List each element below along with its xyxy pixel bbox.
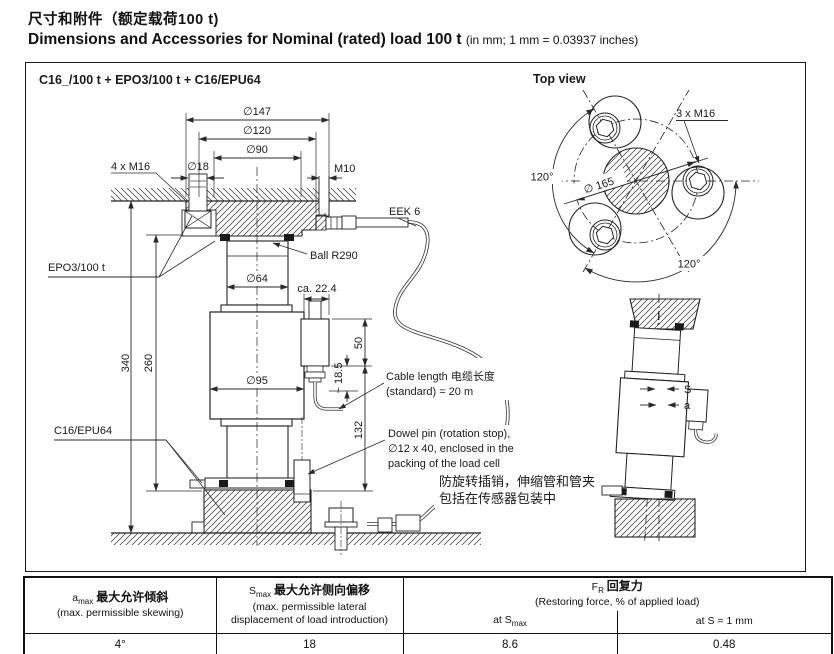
lateral-en1: (max. permissible lateral <box>252 600 367 613</box>
spec-table: amax 最大允许倾斜 (max. permissible skewing) S… <box>23 576 833 654</box>
m16-bolt <box>184 173 212 229</box>
cable-connector <box>300 300 343 411</box>
dim-132: 132 <box>353 421 365 439</box>
m16-bolt-top <box>589 112 621 144</box>
cable-clamp <box>377 514 421 533</box>
label-epu64: C16/EPU64 <box>54 425 112 437</box>
skew-dimensions <box>640 386 679 408</box>
dowel-pin <box>293 417 311 503</box>
skew-en: (max. permissible skewing) <box>56 607 184 620</box>
dim-dia90: ∅90 <box>246 144 268 156</box>
label-cable-length-1: Cable length 电缆长度 <box>386 369 495 383</box>
header-at-s1: at S = 1 mm <box>616 611 833 635</box>
header-at-smax: at Smax <box>402 611 618 635</box>
dim-angle-left: 120° <box>531 172 554 184</box>
dim-m10: M10 <box>334 163 355 175</box>
dim-a: a <box>684 400 691 412</box>
eek6-gland <box>315 214 409 231</box>
label-dowel-2: ∅12 x 40, enclosed in the <box>388 443 514 455</box>
side-top-block <box>629 298 701 330</box>
label-cable-length-2: (standard) = 20 m <box>386 386 473 398</box>
dim-dia64: ∅64 <box>246 273 268 285</box>
dim-bolts-front: 4 x M16 <box>111 161 150 173</box>
label-dowel-zh-2: 包括在传感器包装中 <box>439 491 556 506</box>
front-dimensions <box>111 113 373 534</box>
assembly-title: C16_/100 t + EPO3/100 t + C16/EPU64 <box>39 73 261 87</box>
anchor-bolt <box>324 501 358 555</box>
value-restoring-s1: 0.48 <box>616 633 833 654</box>
label-dowel-1: Dowel pin (rotation stop), <box>388 428 510 440</box>
dim-dia95: ∅95 <box>246 375 268 387</box>
lateral-symbol: S <box>248 585 256 598</box>
label-dowel-zh-1: 防旋转插销，伸缩管和管夹 <box>439 474 595 489</box>
ball-seal <box>220 234 294 241</box>
restoring-en: (Restoring force, % of applied load) <box>534 596 700 609</box>
dim-s: S <box>684 384 691 396</box>
label-ball: Ball R290 <box>310 250 358 262</box>
dim-260: 260 <box>143 354 155 372</box>
floor <box>111 532 481 545</box>
header-skew: amax 最大允许倾斜 (max. permissible skewing) <box>23 576 217 635</box>
side-view <box>601 294 718 544</box>
top-view-label: Top view <box>533 72 586 86</box>
dim-18-5: ~ 18.5 <box>333 363 345 394</box>
restoring-symbol: F <box>591 581 599 593</box>
dim-dia120: ∅120 <box>243 125 271 137</box>
label-eek6: EEK 6 <box>389 206 420 218</box>
dim-angle-bottom: 120° <box>678 259 701 271</box>
epu64-base <box>189 477 312 534</box>
value-restoring-smax: 8.6 <box>402 633 618 654</box>
side-load-cell <box>609 310 718 542</box>
label-epo3: EPO3/100 t <box>48 262 105 274</box>
engineering-drawing: C16_/100 t + EPO3/100 t + C16/EPU64 <box>39 72 759 555</box>
dim-bolts-top: 3 x M16 <box>676 108 715 120</box>
dim-50: 50 <box>353 337 365 349</box>
value-skew: 4° <box>23 633 217 654</box>
bolt-leader <box>676 120 728 164</box>
front-labels <box>48 215 417 516</box>
lateral-zh: 最大允许侧向偏移 <box>274 583 371 598</box>
value-lateral: 18 <box>215 633 404 654</box>
dim-340: 340 <box>120 354 132 372</box>
page-title-en: Dimensions and Accessories for Nominal (… <box>28 31 638 49</box>
drawing-frame: C16_/100 t + EPO3/100 t + C16/EPU64 <box>25 62 806 572</box>
page-title-en-text: Dimensions and Accessories for Nominal (… <box>28 31 462 48</box>
header-restoring: FR 回复力 (Restoring force, % of applied lo… <box>402 576 833 612</box>
dim-dia18: ∅18 <box>187 161 209 173</box>
dim-conn-width: ca. 22.4 <box>297 283 336 295</box>
dim-dia147: ∅147 <box>243 106 271 118</box>
restoring-zh: 回复力 <box>606 579 643 593</box>
label-dowel-3: packing of the load cell <box>388 458 500 470</box>
m16-bolt-top <box>589 219 621 251</box>
page-title-unit-note: (in mm; 1 mm = 0.03937 inches) <box>465 33 639 47</box>
header-lateral: Smax 最大允许侧向偏移 (max. permissible lateral … <box>215 576 404 635</box>
front-view <box>111 167 510 555</box>
page-title-zh: 尺寸和附件（额定载荷100 t) <box>28 12 219 28</box>
skew-symbol: a <box>72 592 79 604</box>
skew-zh: 最大允许倾斜 <box>96 590 169 604</box>
lateral-en2: displacement of load introduction) <box>230 614 388 627</box>
side-base-pin <box>601 485 623 496</box>
side-base-block <box>614 498 696 538</box>
